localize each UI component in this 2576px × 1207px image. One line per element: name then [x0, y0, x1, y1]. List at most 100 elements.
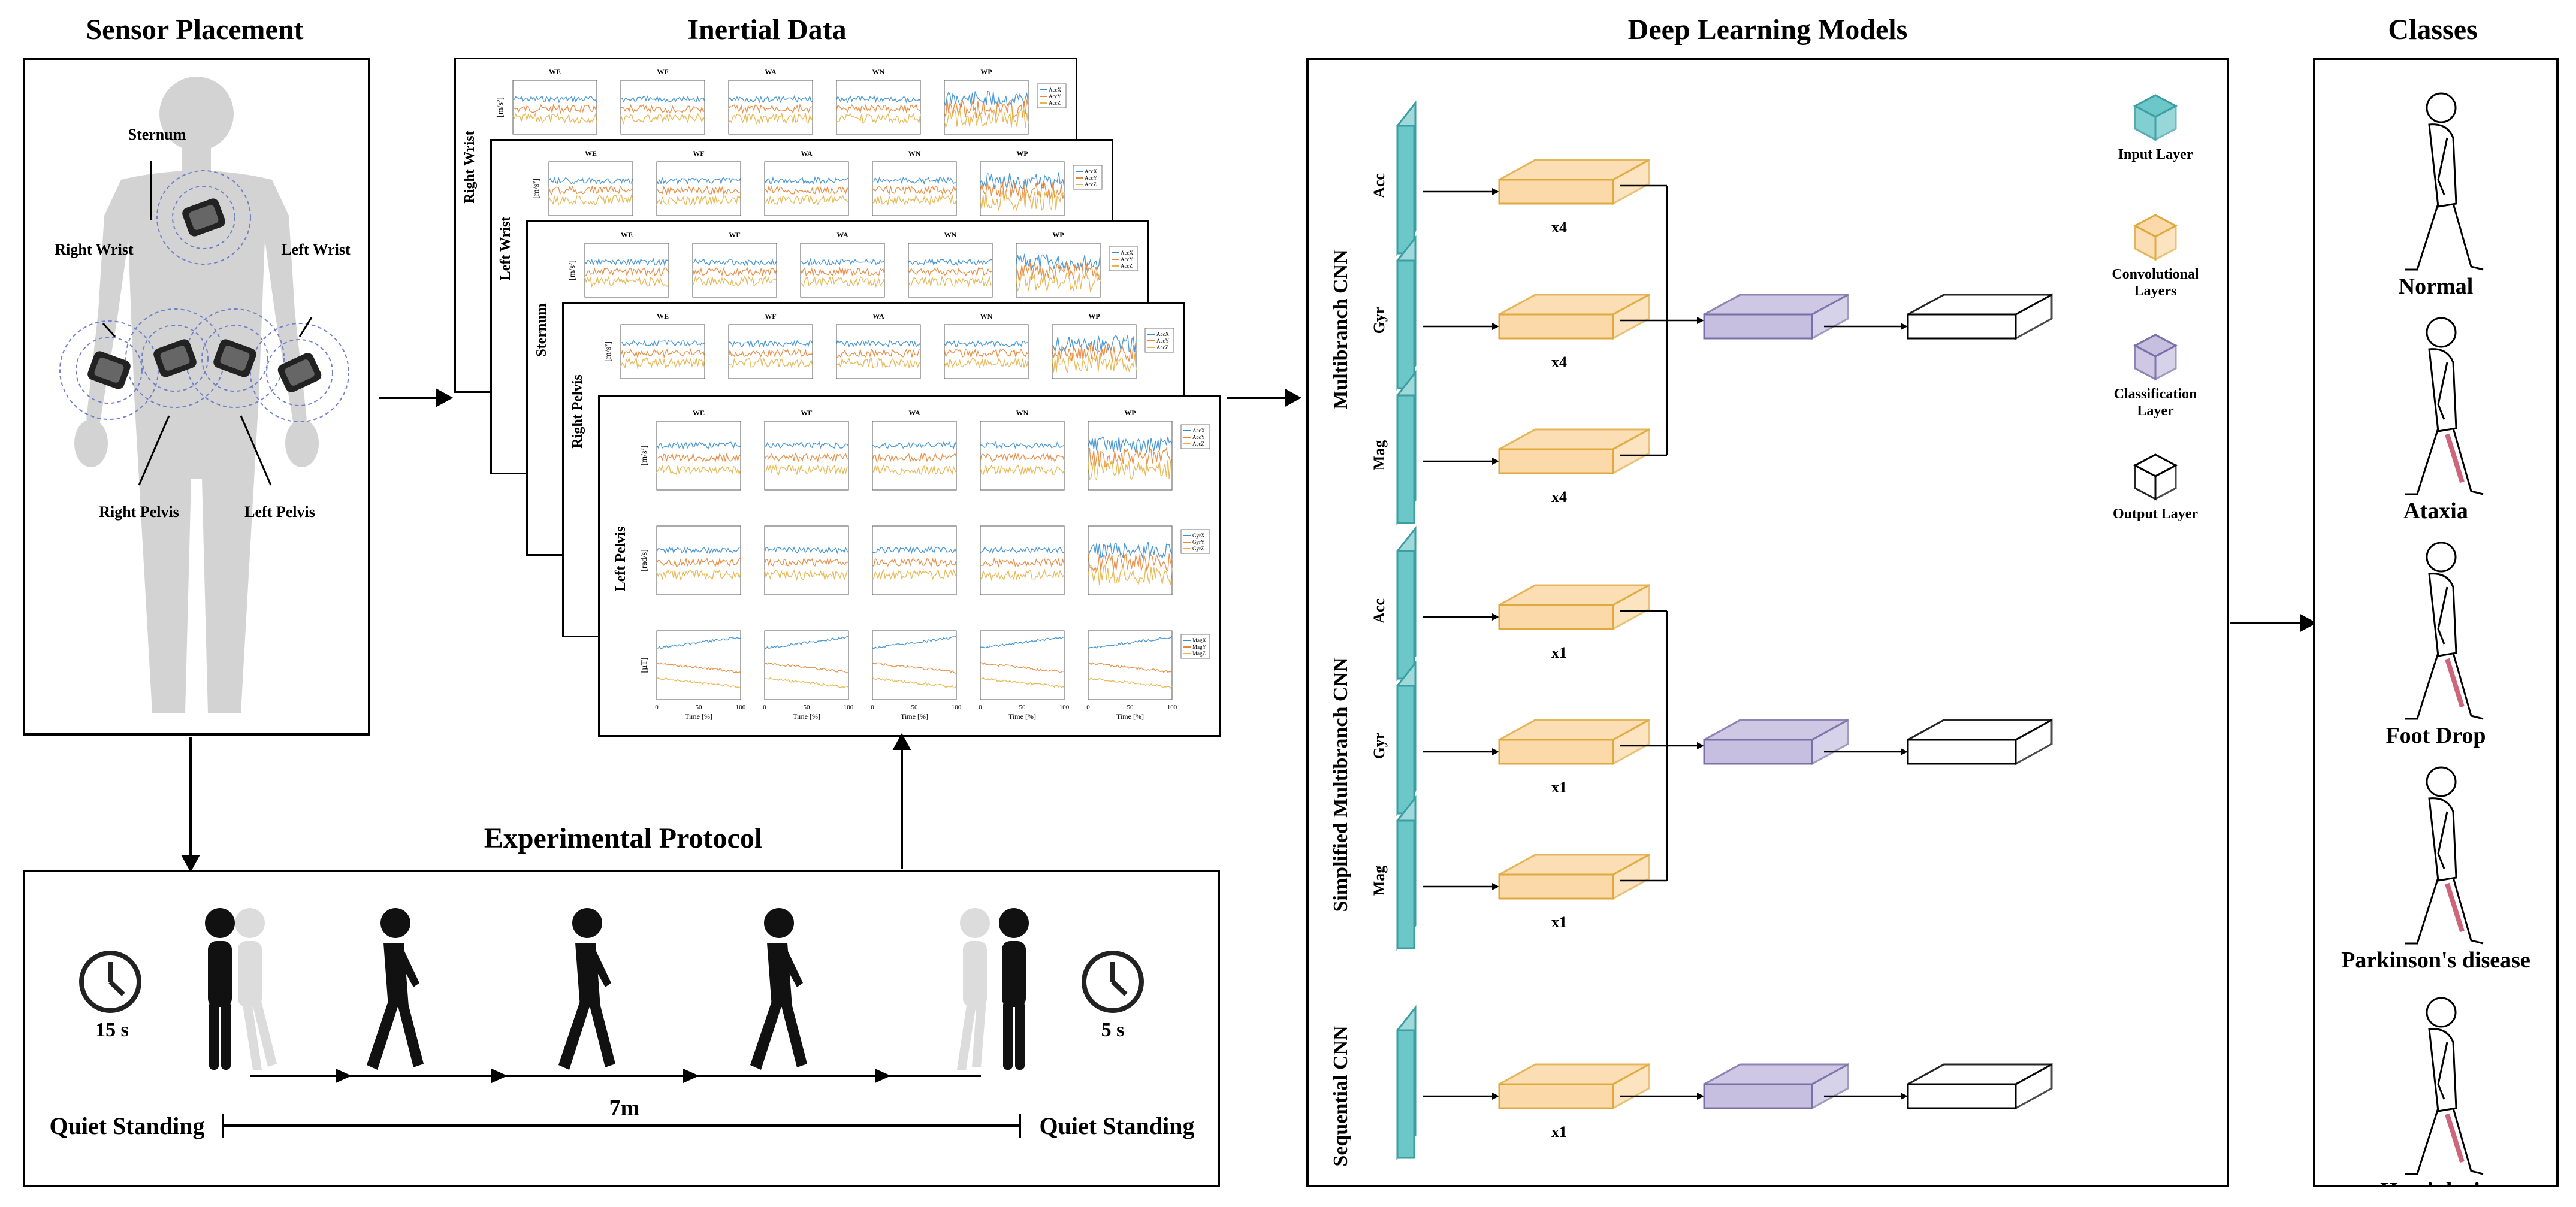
branch-label: Acc	[1370, 598, 1388, 624]
signal-trace	[980, 661, 1065, 674]
signal-trace	[548, 176, 633, 184]
plot-xtick: 0	[655, 704, 659, 711]
subplot-frame	[1088, 630, 1173, 700]
signal-trace	[764, 546, 849, 555]
signal-trace	[800, 276, 885, 288]
walking-figure	[558, 908, 615, 1070]
signal-trace	[872, 568, 957, 580]
signal-trace	[764, 677, 849, 689]
signal-trace	[764, 176, 849, 185]
walking-protocol-figure	[79, 908, 1144, 1138]
plot-ylabel: [m/s²]	[496, 97, 505, 117]
plot-column-title: WA	[908, 409, 920, 417]
signal-trace	[1016, 271, 1101, 293]
conv-multiplier: x1	[1551, 1123, 1567, 1141]
signal-trace	[980, 557, 1065, 568]
signal-trace	[944, 348, 1029, 358]
signal-trace	[980, 568, 1065, 582]
subplot-frame	[656, 421, 741, 491]
plot-column-title: WF	[801, 409, 812, 417]
signal-trace	[584, 257, 669, 267]
experimental-protocol-title: Experimental Protocol	[484, 822, 763, 854]
plot-xtick: 100	[1059, 704, 1070, 711]
model-name: Multibranch CNN	[1330, 249, 1352, 410]
sternum-label: Sternum	[128, 126, 186, 143]
signal-trace	[728, 357, 813, 369]
conv-multiplier: x1	[1551, 913, 1567, 931]
subplot-frame	[872, 421, 957, 491]
plot-xlabel: Time [%]	[685, 712, 712, 721]
signal-trace	[620, 356, 705, 370]
signal-trace	[728, 112, 813, 125]
svg-text:AccZ: AccZ	[1121, 263, 1133, 269]
classes-title: Classes	[2388, 14, 2478, 46]
legend-label: Convolutional	[2112, 267, 2199, 282]
signal-trace	[872, 194, 957, 206]
signal-trace	[620, 340, 705, 347]
plot-column-title: WE	[621, 231, 633, 239]
right-wrist-label: Right Wrist	[55, 241, 134, 258]
conv-layer-cube-icon	[2133, 214, 2178, 261]
conv-layer-block	[1498, 853, 1650, 900]
start-clock-icon	[79, 951, 141, 1013]
left-pelvis-label: Left Pelvis	[244, 503, 315, 521]
signal-trace	[1088, 662, 1173, 673]
signal-trace	[836, 103, 921, 114]
svg-text:AccY: AccY	[1049, 93, 1061, 99]
svg-text:AccY: AccY	[1156, 338, 1169, 344]
input-layer-block	[1396, 370, 1417, 526]
plot-xtick: 100	[736, 704, 746, 711]
signal-trace	[620, 104, 705, 114]
signal-trace	[980, 677, 1065, 688]
subplot-frame	[980, 630, 1065, 700]
model-2: Simplified Multibranch CNNAccx1Gyrx1Magx…	[1330, 525, 2053, 951]
walking-figure	[750, 908, 807, 1070]
signal-trace	[728, 103, 813, 114]
output-layer-block	[1907, 1063, 2053, 1110]
plot-column-title: WF	[693, 149, 704, 158]
branch-label: Gyr	[1370, 733, 1388, 760]
class-normal-figure	[2405, 92, 2484, 271]
signal-trace	[1088, 459, 1173, 481]
signal-trace	[656, 452, 741, 463]
signal-trace	[1088, 553, 1173, 573]
model-3: Sequential CNN x1	[1330, 1005, 2053, 1167]
signal-trace	[1088, 542, 1173, 559]
signal-trace	[620, 113, 705, 125]
plot-column-title: WN	[872, 68, 885, 76]
plot-column-title: WN	[908, 149, 921, 158]
signal-trace	[656, 185, 741, 196]
input-layer-block	[1396, 795, 1417, 951]
branch-label: Acc	[1370, 173, 1388, 198]
conv-layer-block	[1498, 1063, 1650, 1110]
subplot-frame	[656, 630, 741, 700]
signal-trace	[728, 348, 813, 358]
plot-column-title: WP	[1088, 312, 1100, 320]
sheet-sensor-label: Right Wrist	[462, 131, 478, 203]
signal-trace	[800, 266, 885, 277]
ghost-figure-end	[957, 908, 990, 1070]
signal-trace	[728, 95, 813, 104]
signal-trace	[764, 194, 849, 205]
signal-trace	[512, 104, 597, 114]
branch-label: Gyr	[1370, 307, 1388, 334]
signal-trace	[908, 267, 993, 277]
plot-ylabel: [rad/s]	[640, 549, 649, 571]
conv-multiplier: x1	[1551, 644, 1567, 661]
conv-layer-block	[1498, 293, 1650, 340]
plot-column-title: WA	[836, 231, 848, 239]
plot-ylabel: [m/s²]	[604, 341, 613, 362]
signal-trace	[980, 441, 1065, 449]
subplot-frame	[872, 630, 957, 700]
subplot-frame	[728, 80, 813, 135]
plot-xtick: 0	[871, 704, 874, 711]
plot-xlabel: Time [%]	[901, 712, 928, 721]
plot-column-title: WF	[657, 68, 668, 76]
plot-ylabel: [m/s²]	[532, 179, 541, 199]
conv-multiplier: x4	[1551, 219, 1567, 236]
model-name: Sequential CNN	[1330, 1026, 1352, 1167]
human-body-figure	[59, 77, 349, 713]
